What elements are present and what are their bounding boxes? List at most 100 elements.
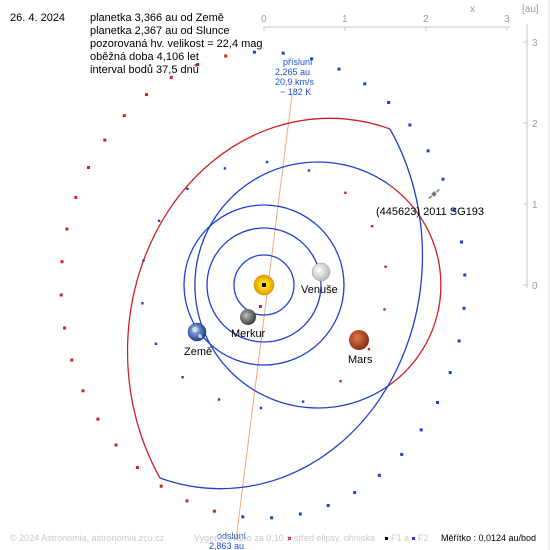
- asteroid-orbit-point: [337, 67, 341, 71]
- asteroid-orbit-point: [462, 306, 466, 310]
- asteroid-orbit-point: [448, 371, 452, 375]
- legend-f2-marker: [412, 537, 415, 540]
- venus: [311, 262, 331, 282]
- info-line-4: oběžná doba 4,106 let: [90, 51, 199, 63]
- asteroid-orbit-point: [70, 358, 74, 362]
- asteroid-orbit-point: [60, 260, 64, 264]
- asteroid-orbit-point: [145, 93, 149, 97]
- mars-orbit-point: [370, 225, 374, 228]
- mercury-label: Merkur: [231, 328, 266, 340]
- mars-orbit-point: [141, 302, 144, 305]
- mercury: [240, 309, 256, 325]
- info-line-1: planetka 3,366 au od Země: [90, 12, 224, 24]
- asteroid-orbit-point: [185, 499, 189, 503]
- asteroid-orbit-point: [96, 417, 100, 421]
- legend-f1-text: F1 a: [391, 533, 410, 543]
- y-tick-0: 0: [532, 281, 538, 292]
- x-tick-2: 2: [423, 14, 429, 25]
- asteroid-orbit-point: [74, 195, 78, 199]
- asteroid-orbit-point: [122, 114, 126, 118]
- mars-orbit-point: [186, 187, 189, 190]
- mercury-orbit: [233, 254, 295, 316]
- x-axis-name: x: [470, 4, 475, 15]
- sun-focus-marker: [262, 283, 266, 287]
- orbit-point-marks: [59, 50, 467, 520]
- legend-f2-text: F2: [418, 533, 429, 543]
- asteroid-orbit-point: [436, 401, 439, 404]
- info-line-5: interval bodů 37,5 dnů: [90, 64, 199, 76]
- mars-orbit-point: [367, 348, 371, 351]
- mars-orbit-point: [265, 160, 269, 164]
- asteroid-orbit-point: [400, 452, 404, 456]
- asteroid-orbit-point: [114, 443, 118, 447]
- legend-center-text: střed elipsy, ohniska: [294, 533, 375, 543]
- asteroid-orbit-point: [419, 428, 423, 432]
- asteroid-orbit-point: [59, 293, 63, 297]
- mars-orbit-point: [307, 169, 311, 172]
- perihelion-distance: 2,265 au: [275, 67, 310, 77]
- asteroid-orbit-point: [169, 75, 173, 79]
- asteroid-orbit-point: [252, 50, 256, 54]
- asteroid-orbit-point: [326, 504, 330, 507]
- x-tick-0: 0: [261, 14, 267, 25]
- legend-center-marker: [288, 537, 291, 540]
- asteroid-orbit-blue: [159, 128, 424, 490]
- x-axis-ticks: [263, 27, 508, 31]
- asteroid-orbit-point: [377, 473, 381, 477]
- aphelion-distance: 2,863 au: [209, 541, 244, 550]
- asteroid-orbit-red: [126, 117, 391, 479]
- perihelion-title: přísluní: [283, 57, 313, 67]
- asteroid-orbit-point: [426, 149, 430, 153]
- mars-orbit-point: [259, 406, 263, 410]
- y-axis-ticks: [523, 41, 527, 286]
- asteroid-orbit-point: [212, 509, 216, 513]
- asteroid-orbit-point: [196, 63, 200, 66]
- mars-label: Mars: [348, 354, 373, 366]
- asteroid-orbit-point: [353, 491, 357, 495]
- asteroid-orbit-point: [452, 208, 456, 212]
- asteroid-orbit-point: [103, 138, 107, 142]
- asteroid-orbit-point: [281, 51, 285, 55]
- asteroid-orbit-point: [310, 57, 314, 61]
- asteroid-marker: [427, 188, 441, 200]
- copyright-link[interactable]: © 2024 Astronomia, astronomia.zcu.cz: [10, 533, 165, 543]
- asteroid-label: (445623) 2011 SG193: [376, 206, 484, 218]
- mars-orbit-point: [217, 398, 221, 401]
- mars-orbit-point: [142, 259, 145, 262]
- mars: [349, 330, 369, 350]
- venus-orbit: [206, 227, 322, 343]
- asteroid-orbit-point: [63, 326, 66, 330]
- asteroid-orbit-point: [135, 466, 139, 469]
- asteroid-orbit-point: [270, 516, 274, 520]
- perihelion-temperature: ~ 182 K: [280, 87, 311, 97]
- y-tick-2: 2: [532, 119, 538, 130]
- mars-orbit-point: [383, 308, 386, 311]
- earth: [187, 322, 207, 342]
- perihelion-speed: 20,9 km/s: [275, 77, 315, 87]
- earth-label: Země: [184, 346, 212, 358]
- mars-orbit-point: [301, 400, 305, 403]
- mars-orbit-blue: [194, 161, 390, 409]
- legend-f1-marker: [385, 537, 388, 540]
- axis-unit: [au]: [522, 4, 539, 15]
- venus-label: Venuše: [301, 284, 338, 296]
- asteroid-orbit-point: [224, 54, 228, 58]
- aphelion-title: odsluní: [217, 531, 247, 541]
- info-line-2: planetka 2,367 au od Slunce: [90, 25, 230, 37]
- x-tick-1: 1: [342, 14, 348, 25]
- y-tick-1: 1: [532, 200, 538, 211]
- x-tick-3: 3: [504, 14, 510, 25]
- mars-orbit-point: [344, 191, 347, 194]
- mars-orbit-point: [223, 167, 227, 170]
- asteroid-orbit-point: [408, 123, 412, 127]
- asteroid-orbit-point: [363, 82, 367, 86]
- asteroid-orbit-point: [441, 177, 445, 181]
- asteroid-orbit-point: [460, 240, 463, 244]
- date-label: 26. 4. 2024: [10, 12, 66, 24]
- scale-label: Měřítko : 0,0124 au/bod: [441, 533, 537, 543]
- asteroid-orbit-point: [241, 515, 245, 519]
- generated-time: Vygenerováno za 0,10 s: [194, 533, 291, 543]
- asteroid-orbit-point: [159, 484, 163, 488]
- info-line-3: pozorovaná hv. velikost = 22,4 mag: [90, 38, 263, 50]
- mars-orbit-point: [384, 265, 387, 268]
